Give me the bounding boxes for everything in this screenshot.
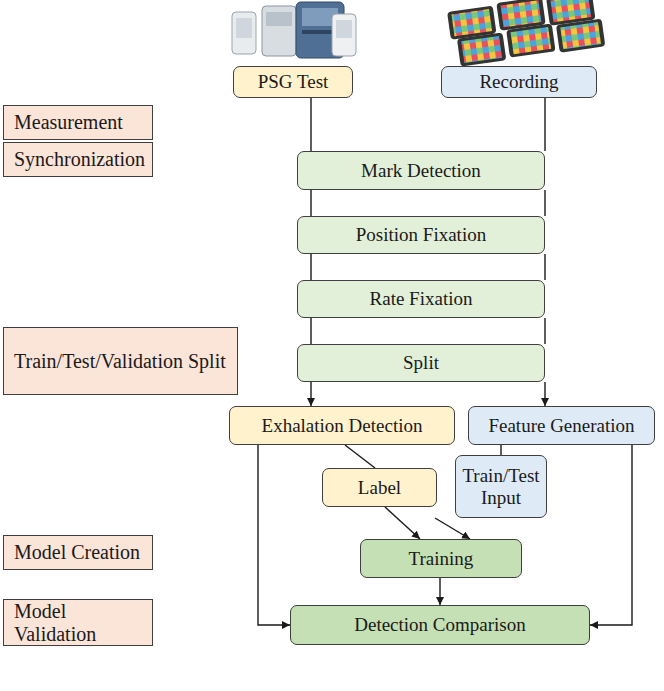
connector bbox=[385, 507, 420, 539]
connector bbox=[258, 445, 290, 625]
connector bbox=[311, 254, 545, 280]
process-box: Recording bbox=[441, 66, 597, 98]
node-text: Model Creation bbox=[14, 541, 140, 564]
process-box: Mark Detection bbox=[297, 151, 545, 190]
connector bbox=[311, 190, 545, 216]
node-text: Position Fixation bbox=[356, 224, 486, 246]
connector bbox=[310, 98, 311, 151]
process-box: Split bbox=[297, 344, 545, 382]
connector bbox=[590, 445, 632, 625]
connector bbox=[345, 445, 375, 468]
process-box: Rate Fixation bbox=[297, 280, 545, 318]
node-text: Recording bbox=[479, 71, 558, 93]
node-text: Label bbox=[358, 477, 401, 499]
process-box: Feature Generation bbox=[468, 406, 655, 445]
stage-label: Model Creation bbox=[3, 535, 153, 570]
process-box: Training bbox=[360, 539, 522, 578]
connector bbox=[439, 578, 440, 605]
stage-label: Model Validation bbox=[3, 599, 153, 646]
stage-label: Measurement bbox=[3, 105, 153, 140]
connector bbox=[500, 445, 501, 455]
connector bbox=[311, 318, 545, 344]
phone-group bbox=[447, 0, 606, 67]
node-text: Exhalation Detection bbox=[262, 415, 423, 437]
data-box: Train/Test Input bbox=[455, 455, 547, 518]
node-text: Split bbox=[403, 352, 439, 374]
node-text: PSG Test bbox=[258, 71, 329, 93]
node-text: Synchronization bbox=[14, 148, 145, 171]
stage-label: Train/Test/Validation Split bbox=[3, 327, 238, 395]
node-text: Rate Fixation bbox=[370, 288, 473, 310]
node-text: Measurement bbox=[14, 111, 123, 134]
node-text: Feature Generation bbox=[488, 415, 634, 437]
node-text: Model Validation bbox=[14, 600, 142, 646]
connector bbox=[435, 518, 470, 539]
node-text: Training bbox=[409, 548, 474, 570]
connector bbox=[544, 382, 545, 406]
node-text: Train/Test Input bbox=[462, 465, 540, 509]
stage-label: Synchronization bbox=[3, 142, 153, 177]
psg-device bbox=[232, 2, 356, 58]
process-box: PSG Test bbox=[233, 66, 353, 98]
process-box: Detection Comparison bbox=[290, 605, 590, 645]
node-text: Train/Test/Validation Split bbox=[14, 350, 226, 373]
connector bbox=[544, 98, 545, 151]
data-box: Label bbox=[322, 468, 437, 507]
process-box: Exhalation Detection bbox=[229, 406, 455, 445]
node-text: Mark Detection bbox=[361, 160, 481, 182]
process-box: Position Fixation bbox=[297, 216, 545, 254]
connector bbox=[310, 382, 311, 406]
node-text: Detection Comparison bbox=[354, 614, 526, 636]
